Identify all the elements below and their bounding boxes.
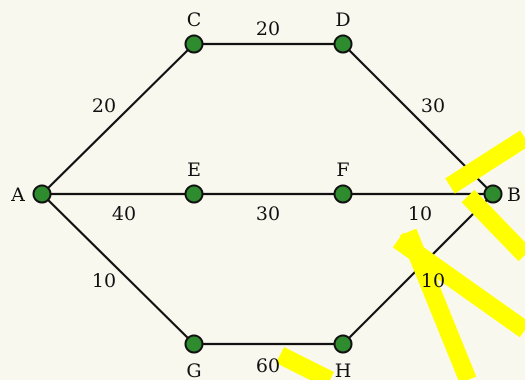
highlight-stroke-4 [398, 240, 525, 330]
node-label-f: F [336, 159, 349, 181]
node-a [34, 186, 51, 203]
node-g [186, 336, 203, 353]
node-label-g: G [186, 360, 201, 380]
highlight-stroke-5 [280, 355, 330, 380]
edge-weight-e-f: 30 [256, 203, 280, 225]
node-h [335, 336, 352, 353]
node-label-h: H [335, 360, 352, 380]
edge-weight-g-h: 60 [256, 355, 280, 377]
node-label-d: D [335, 9, 350, 31]
node-f [335, 186, 352, 203]
node-label-b: B [507, 184, 521, 206]
edge-weight-a-e: 40 [112, 203, 136, 225]
node-label-a: A [10, 184, 25, 206]
node-label-e: E [187, 159, 201, 181]
edge-weight-d-b: 30 [421, 95, 445, 117]
edge-weight-f-b: 10 [408, 203, 432, 225]
node-label-c: C [187, 9, 202, 31]
edge-weight-c-d: 20 [256, 18, 280, 40]
edge-weight-a-c: 20 [92, 95, 116, 117]
node-d [335, 36, 352, 53]
edge-weight-a-g: 10 [92, 270, 116, 292]
edge-a-c [42, 44, 194, 194]
edge-weight-h-b: 10 [421, 270, 445, 292]
node-b [485, 186, 502, 203]
node-c [186, 36, 203, 53]
node-e [186, 186, 203, 203]
